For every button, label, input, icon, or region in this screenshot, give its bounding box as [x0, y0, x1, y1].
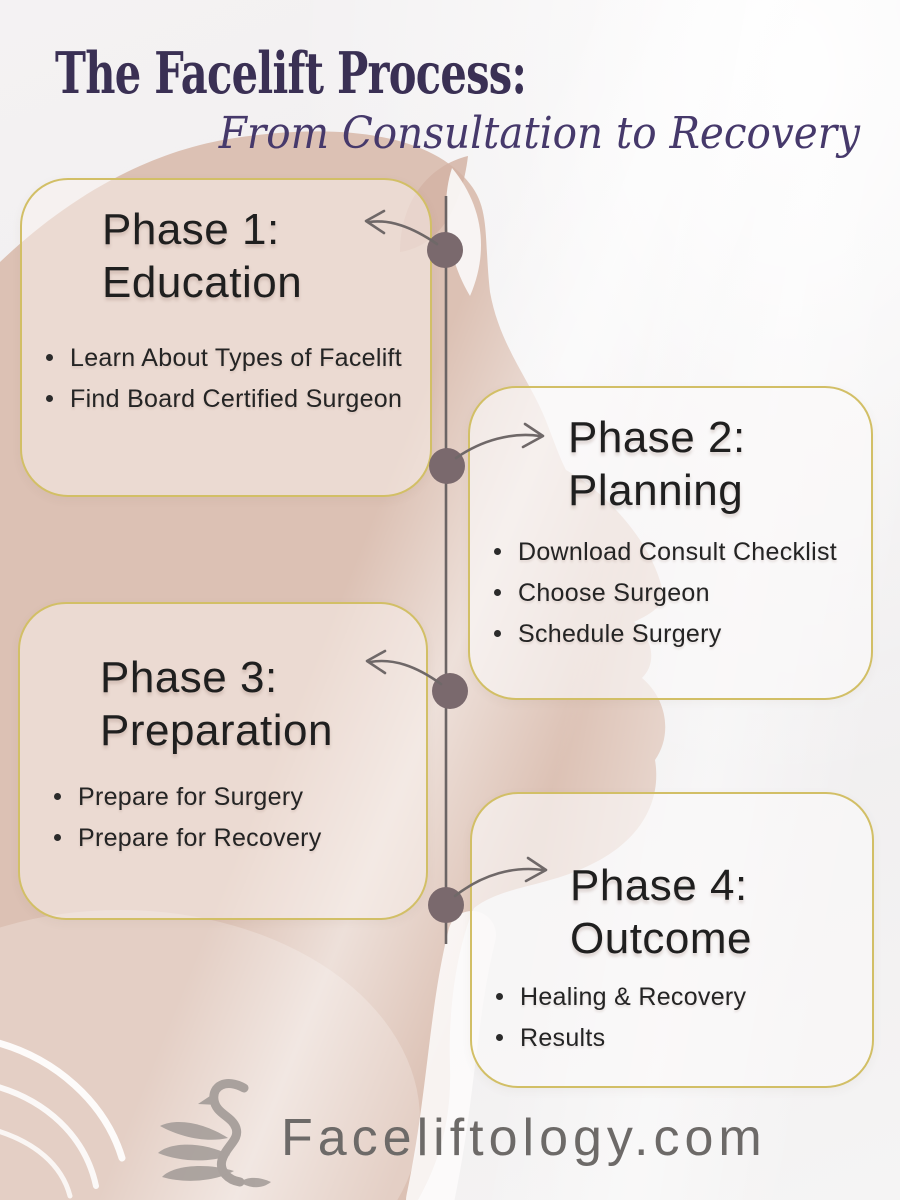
hair-strand: [0, 1084, 99, 1189]
page-title: The Facelift Process:: [55, 40, 527, 107]
bullet-dot-icon: [54, 834, 61, 842]
brand-text: Faceliftology.com: [281, 1109, 767, 1167]
phase-topic: Outcome: [570, 913, 753, 963]
bullet-dot-icon: [54, 793, 61, 801]
bullet-item: Learn About Types of Facelift: [46, 343, 414, 373]
swan-wing-feather: [160, 1122, 228, 1140]
phase-3-card: Phase 3:Preparation Prepare for Surgery …: [18, 602, 428, 920]
timeline-dot-3: [432, 673, 468, 709]
bullet-item: Find Board Certified Surgeon: [46, 384, 414, 414]
phase-4-title: Phase 4:Outcome: [570, 860, 856, 966]
phase-1-card: Phase 1:Education Learn About Types of F…: [20, 178, 432, 497]
phase-label: Phase 2:: [568, 413, 746, 462]
phase-4-card: Phase 4:Outcome Healing & Recovery Resul…: [470, 792, 874, 1088]
phase-2-bullet-list: Download Consult Checklist Choose Surgeo…: [484, 537, 855, 649]
bullet-text: Healing & Recovery: [520, 982, 747, 1011]
swan-beak: [198, 1092, 218, 1105]
swan-icon: [158, 1079, 271, 1188]
timeline-dot-2: [429, 448, 465, 484]
phase-1-bullet-list: Learn About Types of Facelift Find Board…: [36, 343, 414, 414]
bullet-text: Prepare for Recovery: [78, 823, 322, 852]
bullet-text: Results: [520, 1023, 606, 1052]
bullet-text: Learn About Types of Facelift: [70, 343, 403, 372]
bullet-item: Schedule Surgery: [494, 619, 855, 649]
bullet-dot-icon: [494, 589, 501, 597]
page-subtitle: From Consultation to Recovery: [218, 108, 860, 159]
bullet-dot-icon: [494, 630, 501, 638]
phase-topic: Planning: [568, 465, 744, 515]
timeline-dot-4: [428, 887, 464, 923]
bullet-dot-icon: [494, 548, 501, 556]
timeline-dot-1: [427, 232, 463, 268]
swan-wing-feather: [158, 1144, 230, 1161]
bullet-item: Choose Surgeon: [494, 578, 855, 608]
bullet-text: Schedule Surgery: [518, 619, 722, 648]
phase-label: Phase 4:: [570, 861, 748, 910]
bullet-dot-icon: [496, 993, 503, 1001]
swan-tail: [240, 1177, 271, 1188]
phase-3-title: Phase 3:Preparation: [100, 652, 410, 758]
bullet-item: Prepare for Recovery: [54, 823, 410, 853]
hair-strand: [0, 1129, 73, 1199]
white-petal: [446, 168, 482, 296]
bullet-text: Choose Surgeon: [518, 578, 710, 607]
bullet-dot-icon: [46, 354, 53, 362]
bullet-item: Download Consult Checklist: [494, 537, 855, 567]
phase-topic: Education: [102, 257, 303, 307]
phase-2-title: Phase 2:Planning: [568, 412, 855, 518]
phase-topic: Preparation: [100, 705, 333, 755]
phase-3-bullet-list: Prepare for Surgery Prepare for Recovery: [34, 782, 410, 853]
swan-wing-feather: [162, 1166, 234, 1181]
phase-2-card: Phase 2:Planning Download Consult Checkl…: [468, 386, 873, 700]
bullet-text: Download Consult Checklist: [518, 537, 838, 566]
bullet-dot-icon: [496, 1034, 503, 1042]
phase-label: Phase 1:: [102, 205, 280, 254]
phase-1-title: Phase 1:Education: [102, 204, 414, 310]
bullet-dot-icon: [46, 395, 53, 403]
bullet-text: Find Board Certified Surgeon: [70, 384, 403, 413]
bullet-item: Results: [496, 1023, 856, 1053]
hair-strand: [0, 1039, 126, 1162]
bullet-item: Healing & Recovery: [496, 982, 856, 1012]
phase-4-bullet-list: Healing & Recovery Results: [486, 982, 856, 1053]
bullet-text: Prepare for Surgery: [78, 782, 304, 811]
phase-label: Phase 3:: [100, 653, 278, 702]
bullet-item: Prepare for Surgery: [54, 782, 410, 812]
